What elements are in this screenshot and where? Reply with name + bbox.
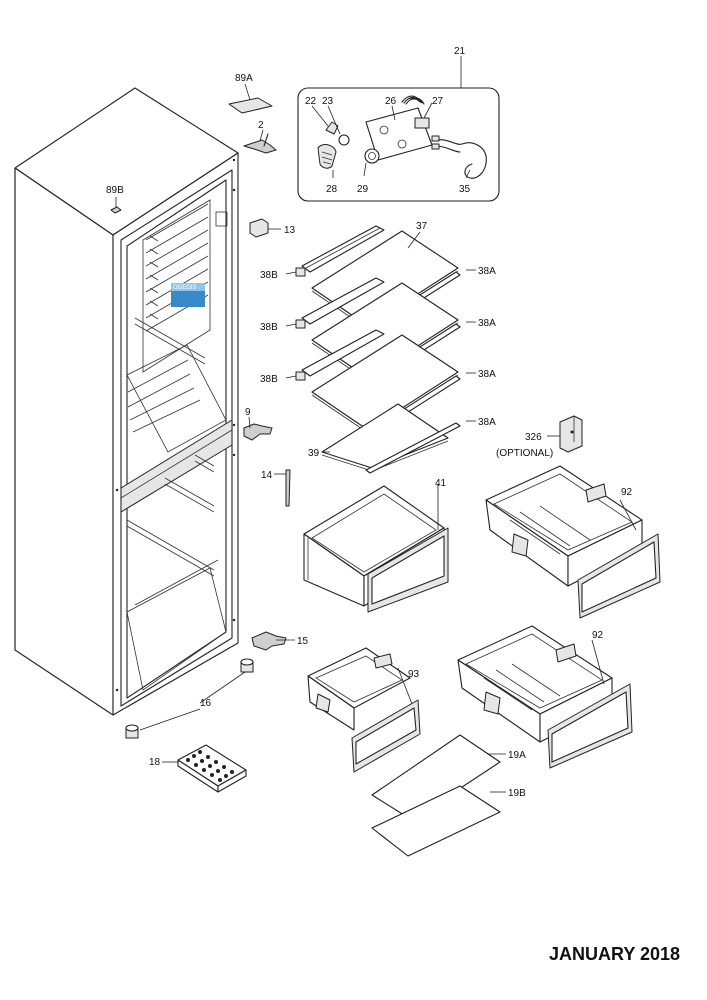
callout-89b: 89B [106, 185, 124, 196]
part-15-lower-hinge [251, 631, 295, 651]
callout-19b: 19B [508, 788, 526, 799]
part-89b-clip [110, 197, 122, 214]
callout-28: 28 [326, 184, 338, 195]
part-19a-glass-cover [371, 734, 506, 821]
watermark-badge: OGEDIS [171, 283, 205, 307]
callout-92-upper: 92 [621, 487, 633, 498]
part-14-handle-strip [274, 469, 291, 507]
callout-19a: 19A [508, 750, 526, 761]
watermark-text: OGEDIS [173, 285, 196, 291]
part-9-hinge-bracket [243, 416, 273, 441]
part-16-adjustable-feet [125, 658, 254, 739]
part-21-thermostat-kit-box [297, 56, 500, 202]
part-35-wire-harness [431, 135, 487, 179]
callout-23: 23 [322, 96, 334, 107]
part-18-ice-tray [162, 744, 247, 793]
callout-21: 21 [454, 46, 466, 57]
part-2-top-hinge [243, 129, 277, 154]
foot-front [240, 658, 254, 673]
refrigerator-cabinet: OGEDIS [14, 87, 239, 716]
part-27-thermostat [414, 102, 433, 129]
part-28-knob [317, 144, 337, 178]
part-22-bulb [311, 105, 339, 135]
callout-15: 15 [297, 636, 309, 647]
front-screw-holes [115, 158, 236, 692]
part-13-lamp-holder [249, 218, 281, 238]
callout-89a: 89A [235, 73, 253, 84]
callout-326: 326 [525, 432, 542, 443]
part-92-crisper-drawer-upper [485, 465, 661, 619]
callout-41: 41 [435, 478, 447, 489]
callout-38b-3: 38B [260, 374, 278, 385]
callout-326-optional: (OPTIONAL) [496, 448, 553, 459]
callout-38a-1: 38A [478, 266, 496, 277]
part-89a-hinge-cover [228, 83, 273, 114]
thermostat-spring [401, 95, 425, 105]
part-19b-glass-cover [371, 785, 506, 857]
callout-38a-2: 38A [478, 318, 496, 329]
callout-labels: 89A 2 21 22 23 26 27 28 29 35 89B 13 37 … [106, 46, 633, 799]
callout-38b-2: 38B [260, 322, 278, 333]
glass-shelf-set [285, 225, 476, 474]
callout-37: 37 [416, 221, 428, 232]
callout-39: 39 [308, 448, 320, 459]
part-29-ring [363, 148, 380, 177]
callout-38a-4: 38A [478, 417, 496, 428]
callout-93: 93 [408, 669, 420, 680]
callout-38a-3: 38A [478, 369, 496, 380]
part-93-small-crisper [307, 647, 421, 773]
part-23-socket [327, 105, 350, 146]
callout-2: 2 [258, 120, 264, 131]
footer-date: JANUARY 2018 [549, 944, 681, 964]
callout-16: 16 [200, 698, 212, 709]
callout-18: 18 [149, 757, 161, 768]
callout-13: 13 [284, 225, 296, 236]
callout-14: 14 [261, 470, 273, 481]
callout-29: 29 [357, 184, 369, 195]
callout-26: 26 [385, 96, 397, 107]
callout-92-lower: 92 [592, 630, 604, 641]
callout-38b-1: 38B [260, 270, 278, 281]
foot-rear [125, 724, 139, 739]
callout-27: 27 [432, 96, 444, 107]
part-326-optional-module [547, 415, 583, 453]
callout-9: 9 [245, 407, 251, 418]
callout-35: 35 [459, 184, 471, 195]
part-41-freezer-drawer [303, 484, 449, 613]
part-92-crisper-drawer-lower [457, 625, 633, 769]
callout-22: 22 [305, 96, 317, 107]
